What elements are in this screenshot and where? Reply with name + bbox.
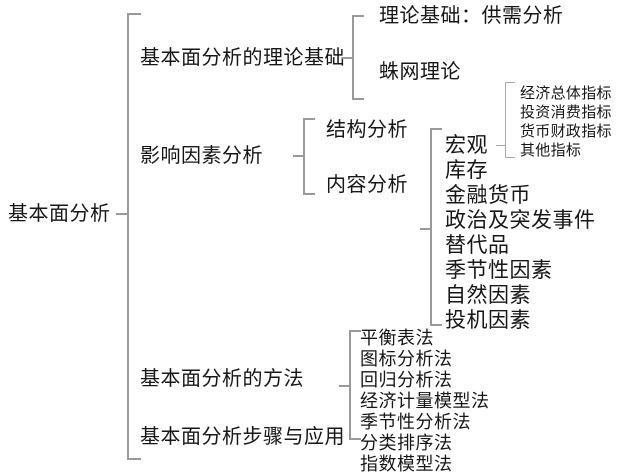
factors-connector-stub xyxy=(420,228,431,230)
macro-indicators-list: 经济总体指标 投资消费指标 货币财政指标 其他指标 xyxy=(520,84,612,160)
factor-item-speculation: 投机因素 xyxy=(445,308,531,332)
leaf-label-cobweb-theory: 蛛网理论 xyxy=(379,59,461,83)
influencing-factors-connector-stub xyxy=(293,155,304,157)
leaf-label-structural-analysis: 结构分析 xyxy=(326,117,408,141)
indicator-item-monetary-fiscal: 货币财政指标 xyxy=(520,122,612,140)
factor-item-finance: 金融货币 xyxy=(445,183,531,207)
method-item-seasonal: 季节性分析法 xyxy=(360,412,471,433)
methods-bracket xyxy=(349,330,361,440)
method-item-econometric: 经济计量模型法 xyxy=(360,391,490,412)
factors-list: 宏观 库存 金融货币 政治及突发事件 替代品 季节性因素 自然因素 投机因素 xyxy=(445,133,596,333)
method-item-balance-sheet: 平衡表法 xyxy=(360,328,434,349)
factor-item-substitutes: 替代品 xyxy=(445,233,510,257)
indicator-item-other: 其他指标 xyxy=(520,141,582,159)
macro-indicators-bracket xyxy=(505,82,515,158)
branch-label-steps-and-application: 基本面分析步骤与应用 xyxy=(140,424,345,448)
factor-item-politics: 政治及突发事件 xyxy=(445,208,596,232)
methods-list: 平衡表法 图标分析法 回归分析法 经济计量模型法 季节性分析法 分类排序法 指数… xyxy=(360,328,490,473)
macro-indicators-connector-stub xyxy=(496,145,506,146)
root-branch-bracket xyxy=(127,13,141,460)
root-connector-stub xyxy=(116,213,128,215)
method-item-regression: 回归分析法 xyxy=(360,370,453,391)
factor-item-macro: 宏观 xyxy=(445,133,488,157)
branch-label-influencing-factors: 影响因素分析 xyxy=(140,143,263,167)
factor-item-seasonality: 季节性因素 xyxy=(445,258,553,282)
leaf-label-content-analysis: 内容分析 xyxy=(326,172,408,196)
influencing-factors-bracket xyxy=(303,118,315,195)
method-item-chart-analysis: 图标分析法 xyxy=(360,349,453,370)
root-node-label: 基本面分析 xyxy=(8,201,111,225)
indicator-item-investment: 投资消费指标 xyxy=(520,103,612,121)
method-item-classification: 分类排序法 xyxy=(360,433,453,454)
theory-basis-connector-stub xyxy=(342,57,353,59)
factors-bracket xyxy=(430,128,442,326)
branch-label-analysis-methods: 基本面分析的方法 xyxy=(140,366,304,390)
factor-item-inventory: 库存 xyxy=(445,158,488,182)
leaf-label-supply-demand-theory: 理论基础：供需分析 xyxy=(379,3,564,27)
factor-item-natural: 自然因素 xyxy=(445,283,531,307)
method-item-index-model: 指数模型法 xyxy=(360,454,453,473)
indicator-item-overall-economy: 经济总体指标 xyxy=(520,84,612,102)
branch-label-theory-basis: 基本面分析的理论基础 xyxy=(140,45,345,69)
methods-connector-stub xyxy=(339,385,350,387)
theory-basis-bracket xyxy=(352,15,364,100)
